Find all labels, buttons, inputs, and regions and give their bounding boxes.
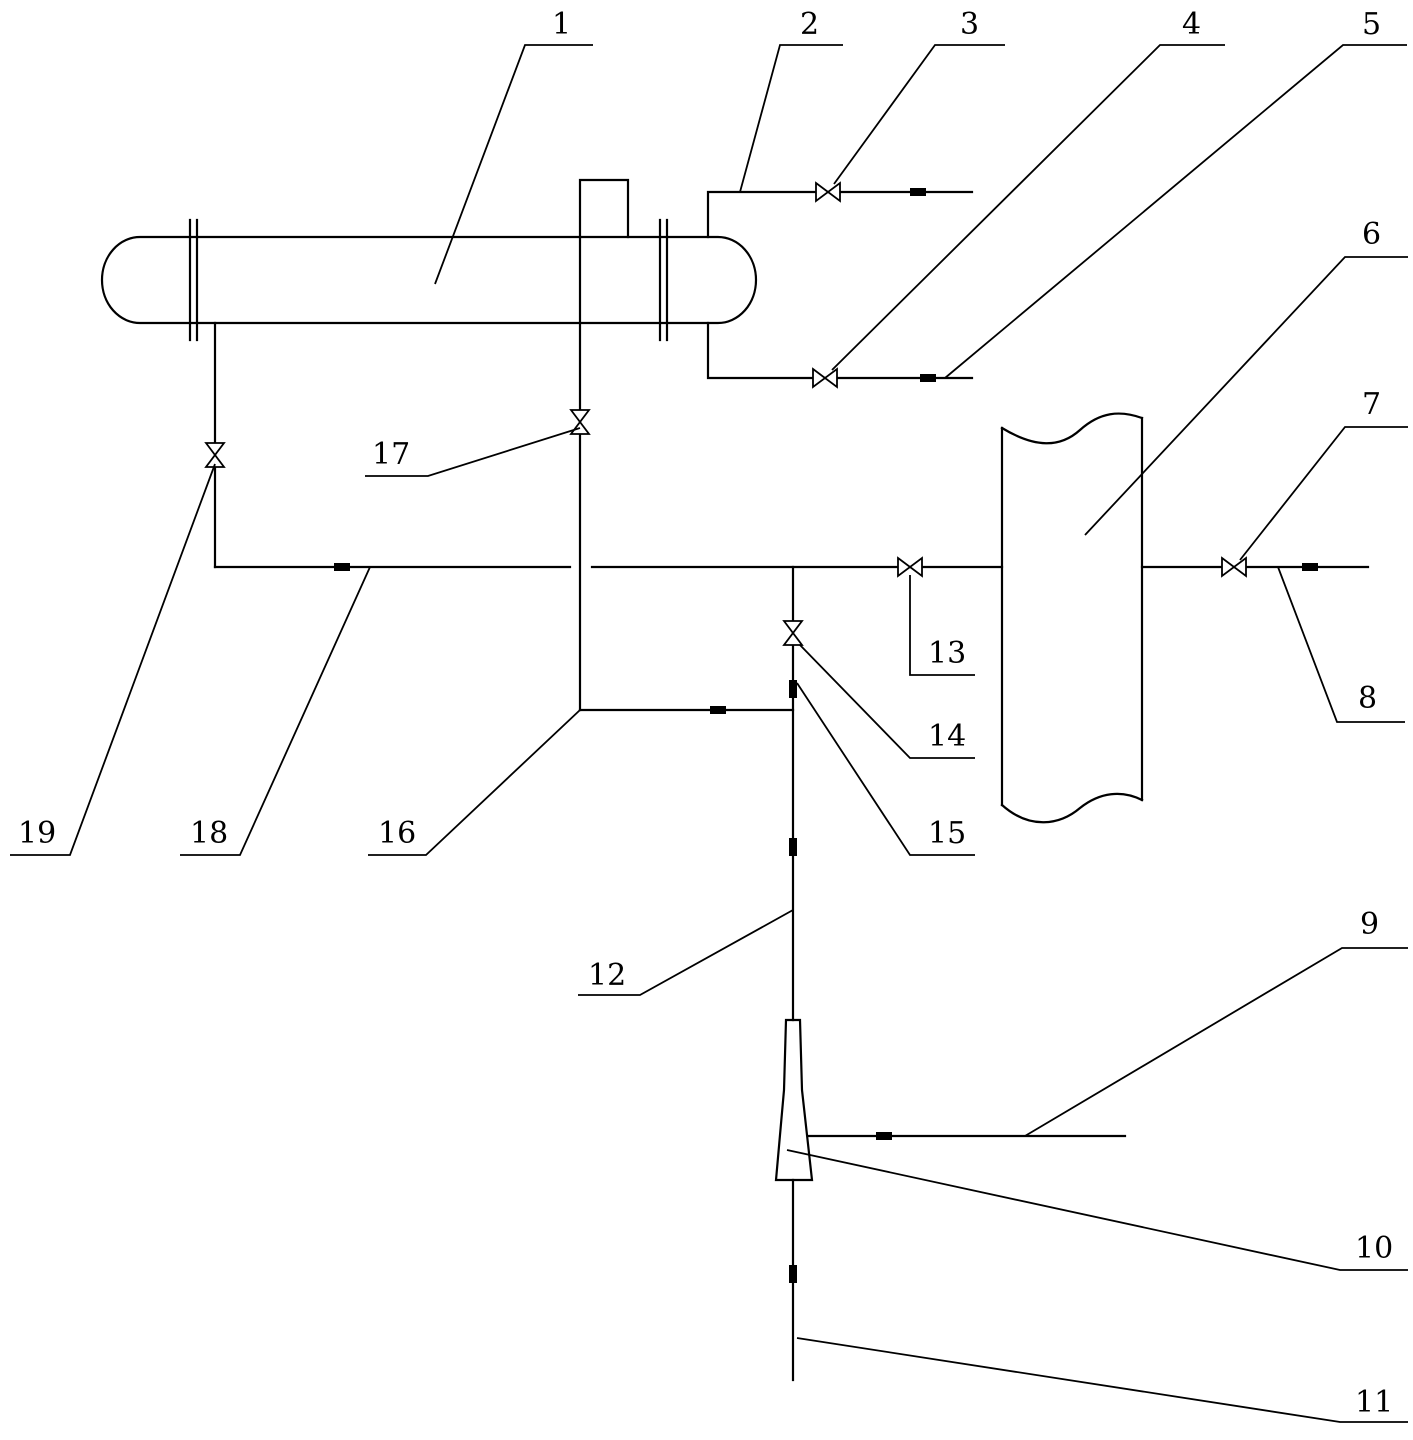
label-4: 4 (1182, 7, 1201, 42)
valves (204, 181, 1247, 646)
leader-lines (10, 44, 1408, 1423)
valve-13 (897, 556, 923, 578)
label-3: 3 (960, 7, 979, 42)
label-12: 12 (588, 958, 626, 993)
label-18: 18 (190, 816, 228, 851)
label-19: 19 (18, 816, 56, 851)
valve-4 (812, 367, 838, 389)
label-11: 11 (1355, 1385, 1393, 1420)
label-14: 14 (928, 719, 966, 754)
piping-network (213, 235, 1370, 1382)
label-7: 7 (1362, 387, 1381, 422)
label-17: 17 (372, 437, 410, 472)
exchanger-outlet-pipes (706, 190, 974, 380)
ejector (774, 1018, 814, 1182)
label-15: 15 (928, 816, 966, 851)
label-10: 10 (1355, 1231, 1393, 1266)
label-8: 8 (1358, 681, 1377, 716)
valve-17 (569, 409, 591, 435)
valve-3 (815, 181, 841, 203)
column-tower (1000, 412, 1144, 824)
valve-19 (204, 442, 226, 468)
valve-7 (1221, 556, 1247, 578)
label-2: 2 (800, 7, 819, 42)
label-6: 6 (1362, 217, 1381, 252)
reference-labels: 1 2 3 4 5 6 7 8 9 10 11 12 13 14 15 16 1… (18, 7, 1393, 1420)
flow-markers (334, 188, 1318, 1283)
label-1: 1 (552, 7, 571, 42)
valve-14 (782, 620, 804, 646)
label-13: 13 (928, 636, 966, 671)
heat-exchanger (100, 178, 758, 342)
label-16: 16 (378, 816, 416, 851)
label-9: 9 (1360, 907, 1379, 942)
label-5: 5 (1362, 7, 1381, 42)
